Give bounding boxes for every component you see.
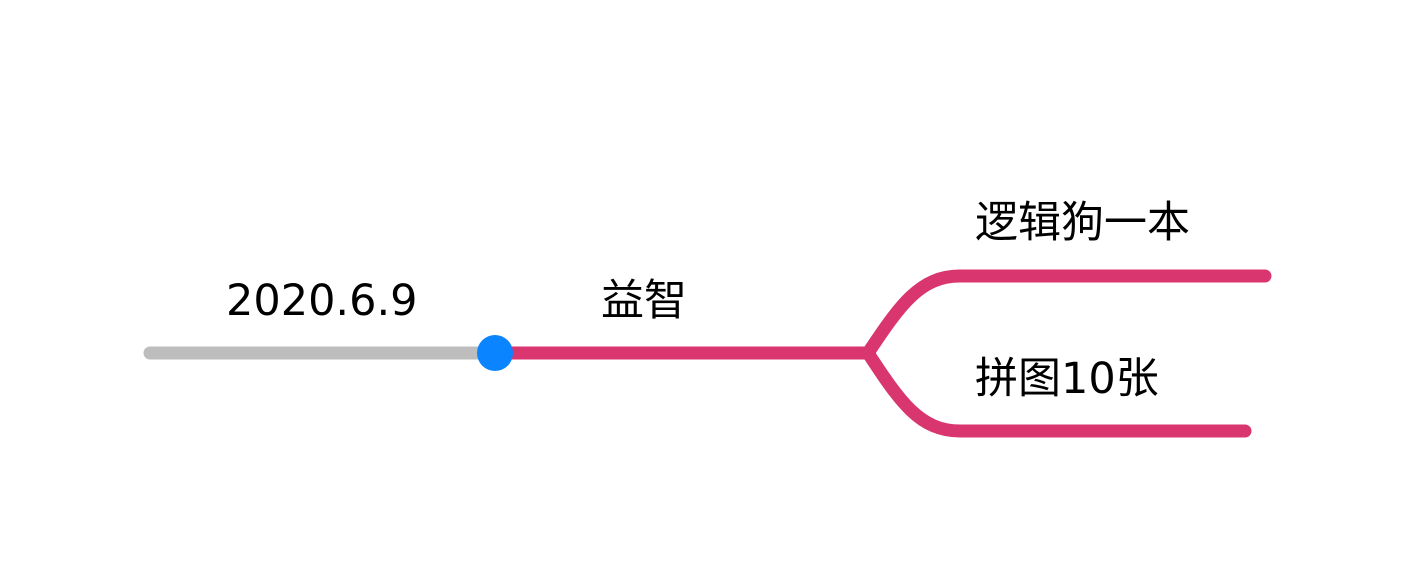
leaf-topic-label-2[interactable]: 拼图10张 bbox=[975, 354, 1159, 404]
leaf-topic-label-1[interactable]: 逻辑狗一本 bbox=[975, 198, 1190, 248]
collapse-toggle-dot[interactable] bbox=[477, 335, 513, 371]
leaf-connector-1 bbox=[861, 269, 1272, 360]
branch-topic-label[interactable]: 益智 bbox=[601, 276, 687, 326]
root-topic-label[interactable]: 2020.6.9 bbox=[226, 276, 418, 326]
leaf-connector-2 bbox=[861, 346, 1252, 438]
